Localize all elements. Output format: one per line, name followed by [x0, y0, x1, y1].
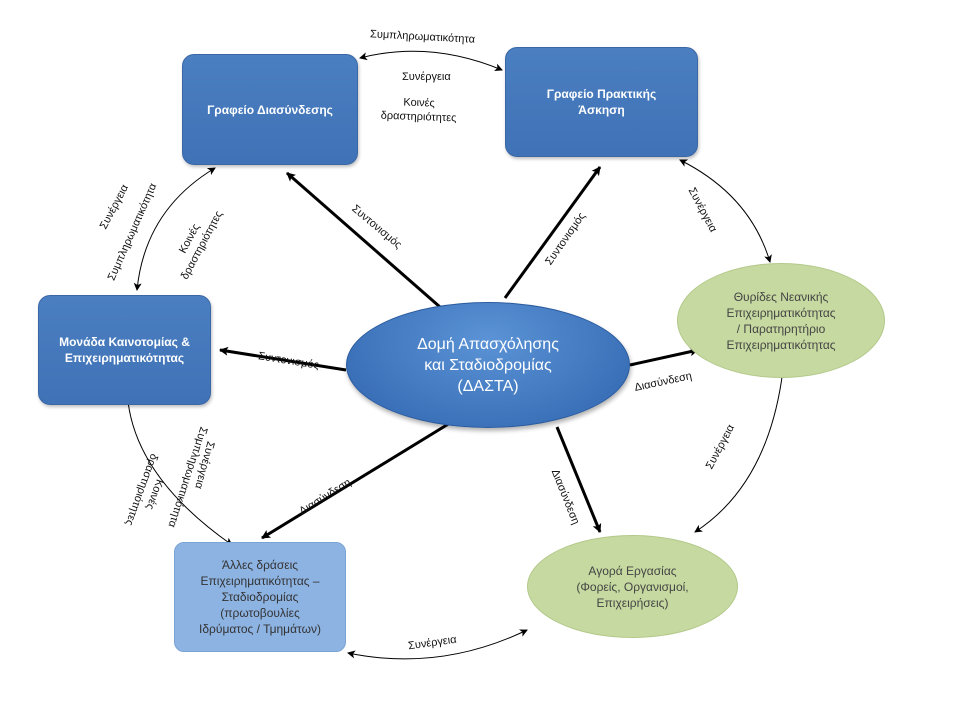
node-label: Δομή Απασχόλησης και Σταδιοδρομίας (ΔΑΣΤ… — [417, 335, 559, 395]
arrow-to-grafeio-diasyndesis — [286, 171, 441, 309]
node-label: Μονάδα Καινοτομίας & Επιχειρηματικότητας — [59, 335, 190, 365]
node-thyrides: Θυρίδες Νεανικής Επιχειρηματικότητας / Π… — [677, 263, 885, 378]
curve-praktikis-thyrides — [679, 159, 772, 263]
node-label: Γραφείο Πρακτικής Άσκηση — [546, 87, 657, 117]
label-top-koines: Κοινές δραστηριότητες — [380, 96, 457, 125]
arrow-to-grafeio-praktikis — [503, 166, 602, 299]
node-dasta: Δομή Απασχόλησης και Σταδιοδρομίας (ΔΑΣΤ… — [346, 302, 630, 428]
curve-diasyndesis-praktikis — [359, 50, 503, 72]
node-moni-kainotomias: Μονάδα Καινοτομίας & Επιχειρηματικότητας — [38, 295, 211, 405]
curve-diasyndesis-moni — [133, 167, 216, 291]
curve-thyrides-agora — [694, 349, 789, 533]
node-grafeio-praktikis: Γραφείο Πρακτικής Άσκηση — [505, 47, 698, 157]
arrow-to-thyrides — [629, 347, 699, 367]
node-label: Αγορά Εργασίας (Φορείς, Οργανισμοί, Επιχ… — [576, 563, 689, 610]
node-label: Θυρίδες Νεανικής Επιχειρηματικότητας / Π… — [726, 289, 836, 352]
arrow-to-alles-draseis — [261, 421, 451, 540]
node-alles-draseis: Άλλες δράσεις Επιχειρηματικότητας – Σταδ… — [174, 542, 346, 652]
node-agora: Αγορά Εργασίας (Φορείς, Οργανισμοί, Επιχ… — [527, 535, 738, 638]
label-top-synergeia: Συνέργεια — [402, 71, 451, 83]
node-label: Άλλες δράσεις Επιχειρηματικότητας – Σταδ… — [199, 558, 321, 636]
arrow-to-agora — [555, 426, 602, 533]
arrow-to-moni-kainotomias — [219, 346, 347, 372]
node-label: Γραφείο Διασύνδεσης — [207, 102, 333, 117]
node-grafeio-diasyndesis: Γραφείο Διασύνδεσης — [182, 54, 358, 165]
curve-alles-agora — [347, 629, 528, 660]
